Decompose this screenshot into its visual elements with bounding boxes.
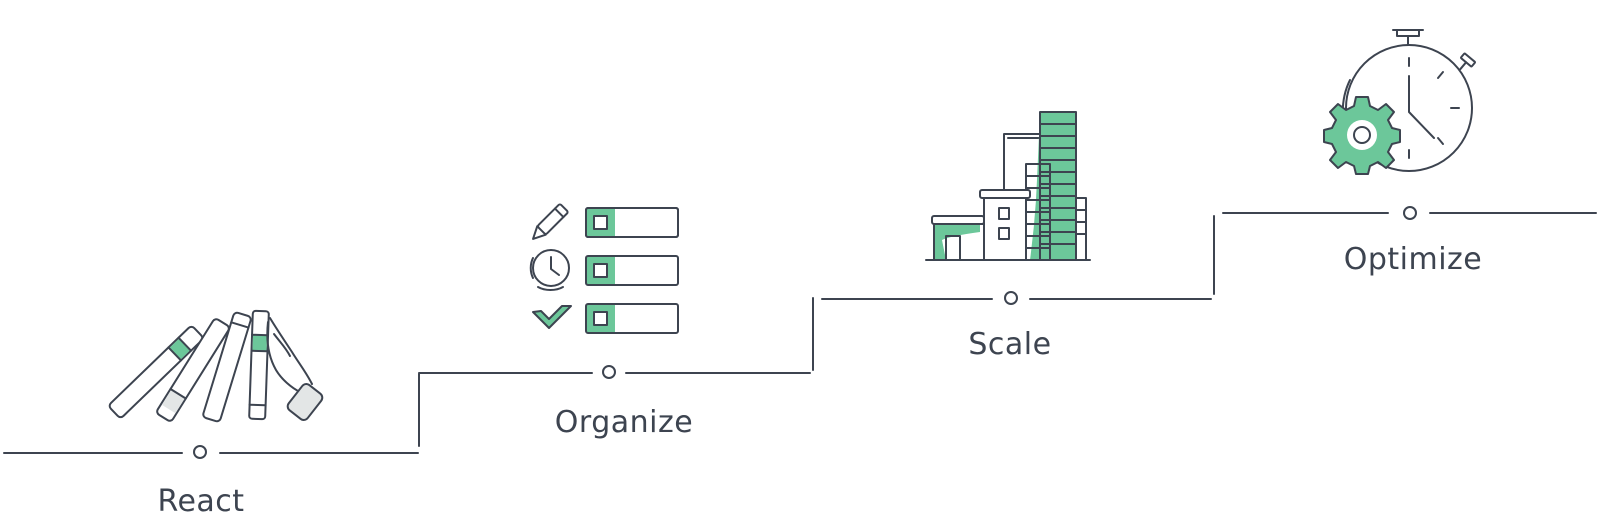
step-label-organize: Organize	[554, 405, 694, 440]
checklist-icon	[529, 203, 679, 334]
staircase-path	[3, 212, 1597, 454]
step-marker-organize	[602, 365, 616, 379]
step-label-scale: Scale	[968, 327, 1052, 362]
step-marker-react	[193, 445, 207, 459]
step-label-react: React	[157, 484, 245, 519]
stopwatch-gear-icon	[1323, 29, 1476, 175]
buildings-icon	[925, 111, 1091, 261]
step-label-optimize: Optimize	[1343, 242, 1483, 277]
step-marker-scale	[1004, 291, 1018, 305]
step-marker-optimize	[1403, 206, 1417, 220]
falling-dominoes-icon	[108, 309, 324, 423]
